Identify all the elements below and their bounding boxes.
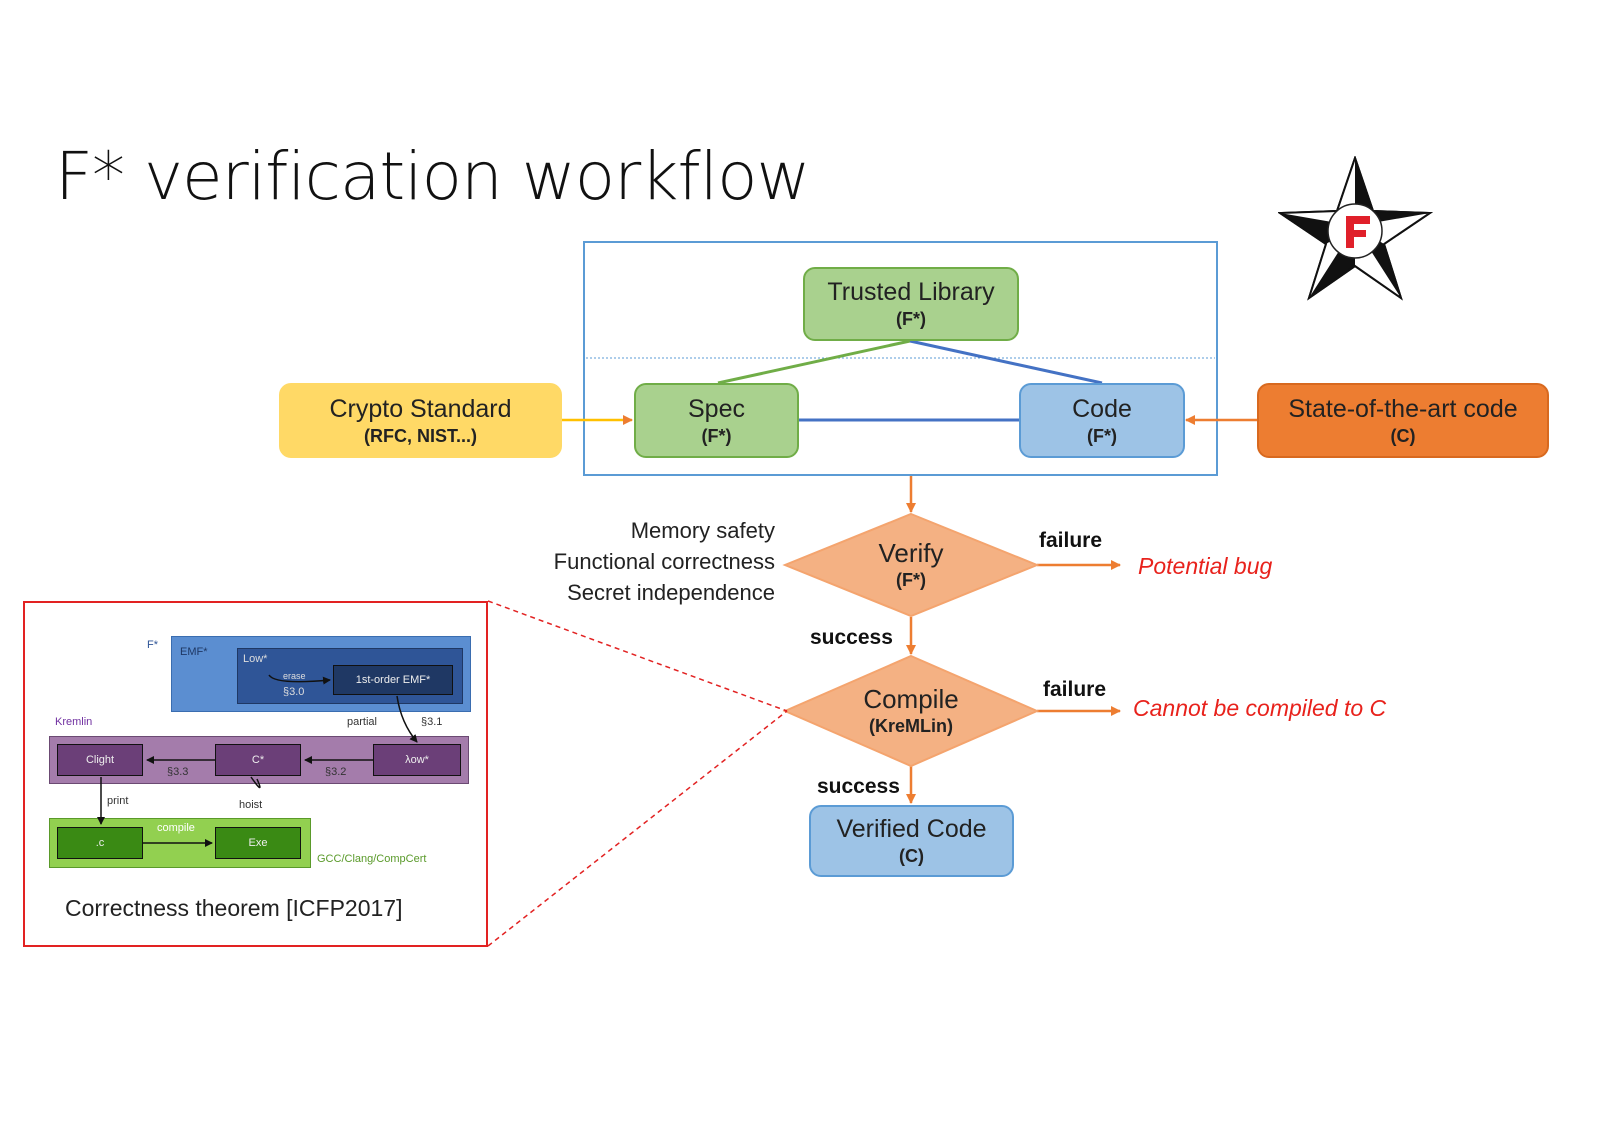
inset-first-order-label: 1st-order EMF* bbox=[355, 674, 431, 686]
inset-kremlin-label: Kremlin bbox=[55, 716, 93, 728]
crypto-standard-source: (RFC, NIST...) bbox=[364, 425, 477, 446]
inset-low-label: Low* bbox=[243, 653, 268, 665]
inset-exe-box: Exe bbox=[215, 827, 301, 859]
verify-diamond bbox=[782, 512, 1040, 618]
edge-library-spec bbox=[717, 339, 911, 385]
code-box: Code (F*) bbox=[1019, 383, 1185, 458]
verify-failure-label: failure bbox=[1039, 529, 1103, 552]
inset-clight-label: Clight bbox=[85, 754, 115, 766]
inset-sec30-label: §3.0 bbox=[283, 686, 305, 698]
inset-dotc-label: .c bbox=[95, 837, 105, 849]
inset-fstar-label: F* bbox=[147, 639, 158, 651]
verify-title: Verify bbox=[878, 538, 944, 568]
inset-lambda-box: λow* bbox=[373, 744, 461, 776]
compile-tool: (KreMLin) bbox=[869, 716, 953, 736]
zoom-line-bottom bbox=[487, 710, 788, 947]
spec-lang: (F*) bbox=[701, 425, 732, 446]
inset-cstar-label: C* bbox=[251, 754, 265, 766]
spec-title: Spec bbox=[688, 394, 745, 423]
compile-success-label: success bbox=[817, 775, 900, 798]
page-title: F* verification workflow bbox=[55, 138, 810, 215]
compile-title: Compile bbox=[863, 684, 959, 714]
compile-label: Compile (KreMLin) bbox=[831, 684, 991, 738]
trusted-library-title: Trusted Library bbox=[827, 278, 995, 306]
inset-arrows bbox=[97, 674, 418, 847]
state-of-art-box: State-of-the-art code (C) bbox=[1257, 383, 1549, 458]
verify-label: Verify (F*) bbox=[831, 538, 991, 592]
trusted-library-box: Trusted Library (F*) bbox=[803, 267, 1019, 341]
inset-sec31-label: §3.1 bbox=[421, 716, 443, 728]
inset-emf-label: EMF* bbox=[180, 646, 208, 658]
trusted-library-lang: (F*) bbox=[896, 309, 926, 329]
inset-partial-label: partial bbox=[347, 716, 377, 728]
inset-gcc-label: GCC/Clang/CompCert bbox=[317, 853, 427, 865]
verified-code-box: Verified Code (C) bbox=[809, 805, 1014, 877]
compile-failure-label: failure bbox=[1043, 678, 1107, 701]
potential-bug-outcome: Potential bug bbox=[1138, 553, 1273, 579]
cannot-compile-outcome: Cannot be compiled to C bbox=[1133, 695, 1387, 721]
inset-print-label: print bbox=[107, 795, 129, 807]
inset-cstar-box: C* bbox=[215, 744, 301, 776]
code-title: Code bbox=[1072, 394, 1132, 423]
inset-exe-label: Exe bbox=[248, 837, 268, 849]
verified-code-lang: (C) bbox=[899, 846, 924, 866]
state-of-art-title: State-of-the-art code bbox=[1288, 394, 1518, 423]
inset-lambda-label: λow* bbox=[405, 754, 429, 766]
crypto-standard-box: Crypto Standard (RFC, NIST...) bbox=[279, 383, 562, 458]
crypto-standard-title: Crypto Standard bbox=[329, 394, 512, 423]
inset-erase-label: erase bbox=[283, 671, 306, 681]
compile-diamond bbox=[782, 654, 1040, 768]
property-memory-safety: Memory safety bbox=[630, 518, 775, 543]
inset-clight-box: Clight bbox=[57, 744, 143, 776]
inset-first-order-box: 1st-order EMF* bbox=[333, 665, 453, 695]
code-lang: (F*) bbox=[1087, 425, 1117, 446]
inset-sec32-label: §3.2 bbox=[325, 766, 347, 778]
zoom-line-top bbox=[487, 600, 788, 712]
verify-lang: (F*) bbox=[896, 570, 926, 590]
spec-box: Spec (F*) bbox=[634, 383, 799, 458]
inset-caption: Correctness theorem [ICFP2017] bbox=[65, 895, 403, 921]
edge-library-code bbox=[909, 339, 1103, 385]
inset-dotc-box: .c bbox=[57, 827, 143, 859]
state-of-art-lang: (C) bbox=[1390, 425, 1416, 446]
trusted-frame bbox=[583, 241, 1218, 476]
verify-success-label: success bbox=[810, 626, 893, 649]
fstar-logo bbox=[1278, 156, 1433, 301]
inset-sec33-label: §3.3 bbox=[167, 766, 189, 778]
property-functional-correctness: Functional correctness bbox=[553, 549, 775, 574]
inset-hoist-label: hoist bbox=[239, 799, 263, 811]
correctness-inset: F* EMF* Low* erase §3.0 1st-order EMF* K… bbox=[23, 601, 488, 947]
verified-code-title: Verified Code bbox=[836, 815, 987, 843]
property-secret-independence: Secret independence bbox=[567, 580, 775, 605]
inset-compile-label: compile bbox=[157, 822, 195, 834]
